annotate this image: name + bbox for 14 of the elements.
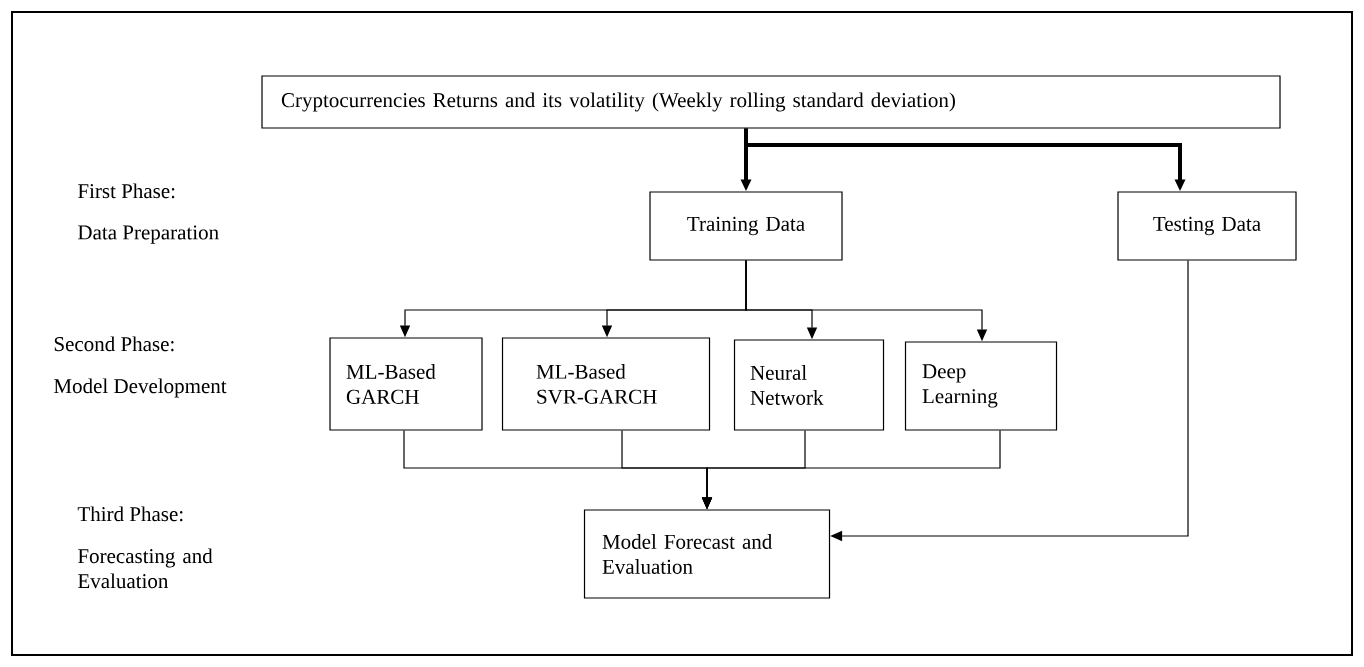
process-box: Cryptocurrencies Returns and its volatility (Weekly rolling standard deviation) xyxy=(261,75,1281,129)
phase-label: Model Development xyxy=(54,378,227,398)
process-box: Neural Network xyxy=(733,339,885,431)
phase-label: Forecasting and Evaluation xyxy=(78,548,213,589)
phase-label: Data Preparation xyxy=(78,225,219,244)
process-box: Model Forecast and Evaluation xyxy=(583,509,831,599)
phase-label: Second Phase: xyxy=(54,336,174,352)
process-box: Testing Data xyxy=(1117,191,1297,261)
process-box: Deep Learning xyxy=(904,341,1058,431)
phase-label: Third Phase: xyxy=(77,506,183,522)
process-box: ML-Based GARCH xyxy=(329,337,483,431)
process-box: Training Data xyxy=(649,191,843,261)
phase-label: First Phase: xyxy=(78,183,175,199)
process-box: ML-Based SVR-GARCH xyxy=(501,337,711,431)
